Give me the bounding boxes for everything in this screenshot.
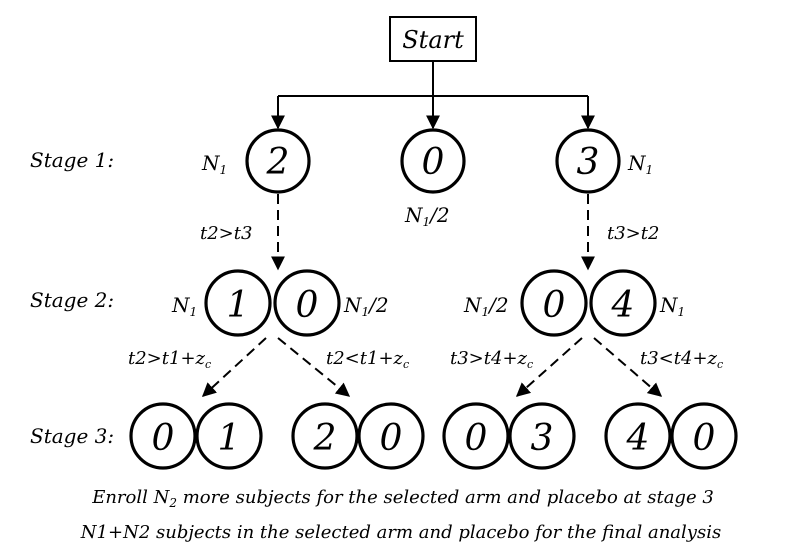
stage1-node-mid-label: 0	[422, 142, 445, 183]
stage3-pair1-node-a-label: 0	[152, 418, 175, 459]
stage2-label: Stage 2:	[30, 288, 114, 312]
stage3-pair1-node-b	[195, 402, 263, 470]
stage1-node-right-label: 3	[577, 142, 600, 183]
stage3-pair2-node-b-label: 0	[380, 418, 403, 459]
stage2-node-right-a	[520, 269, 588, 337]
stage2-node-right-b-label: 4	[611, 285, 635, 326]
stage2-node-left-a	[204, 269, 272, 337]
stage2-n-left-b: N1/2	[343, 293, 389, 319]
stage3-pair2-node-b	[357, 402, 425, 470]
edge-label-s2-right-left: t3>t4+zc	[450, 348, 533, 371]
start-label: Start	[402, 26, 464, 54]
stage3-pair4-node-b-label: 0	[693, 418, 716, 459]
stage3-pair3-node-b	[508, 402, 576, 470]
stage3-pair1-node-a	[129, 402, 197, 470]
stage3-pair1-node-b-label: 1	[218, 418, 241, 459]
stage1-label: Stage 1:	[30, 148, 114, 172]
edge-label-s2-right-right: t3<t4+zc	[640, 348, 723, 371]
stage3-pair2-node-a-label: 2	[313, 418, 337, 459]
start-box	[389, 16, 477, 62]
arrow-stage2-right-to-pair4	[593, 337, 663, 397]
stage3-pair4-node-b	[670, 402, 738, 470]
stage1-node-mid	[400, 128, 466, 194]
edge-label-right: t3>t2	[607, 223, 659, 244]
stage1-n-right: N1	[627, 151, 653, 177]
stage1-node-left-label: 2	[266, 142, 290, 183]
stage2-node-left-b	[273, 269, 341, 337]
stage2-node-left-a-label: 1	[227, 285, 250, 326]
arrow-stage2-right-to-pair3	[515, 337, 583, 397]
edge-label-left: t2>t3	[200, 223, 252, 244]
stage3-pair2-node-a	[291, 402, 359, 470]
edge-label-s2-left-right: t2<t1+zc	[326, 348, 409, 371]
footer-line-2: N1+N2 subjects in the selected arm and p…	[80, 522, 721, 543]
edge-label-s2-left-left: t2>t1+zc	[128, 348, 211, 371]
stage3-pair3-node-b-label: 3	[531, 418, 554, 459]
stage2-n-right-a: N1/2	[463, 293, 509, 319]
stage2-node-left-b-label: 0	[296, 285, 319, 326]
stage2-node-right-b	[589, 269, 657, 337]
stage3-pair3-node-a	[442, 402, 510, 470]
footer-line-1: Enroll N2 more subjects for the selected…	[91, 487, 714, 510]
stage1-node-left	[245, 128, 311, 194]
stage1-n-mid: N1/2	[404, 203, 450, 229]
stage2-n-left-a: N1	[171, 293, 197, 319]
stage3-label: Stage 3:	[30, 424, 114, 448]
stage3-pair4-node-a-label: 4	[626, 418, 650, 459]
stage2-n-right-b: N1	[659, 293, 685, 319]
stage3-pair4-node-a	[604, 402, 672, 470]
stage1-n-left: N1	[201, 151, 227, 177]
stage3-pair3-node-a-label: 0	[465, 418, 488, 459]
stage2-node-right-a-label: 0	[543, 285, 566, 326]
arrow-stage2-left-to-pair1	[201, 337, 267, 397]
stage1-node-right	[555, 128, 621, 194]
